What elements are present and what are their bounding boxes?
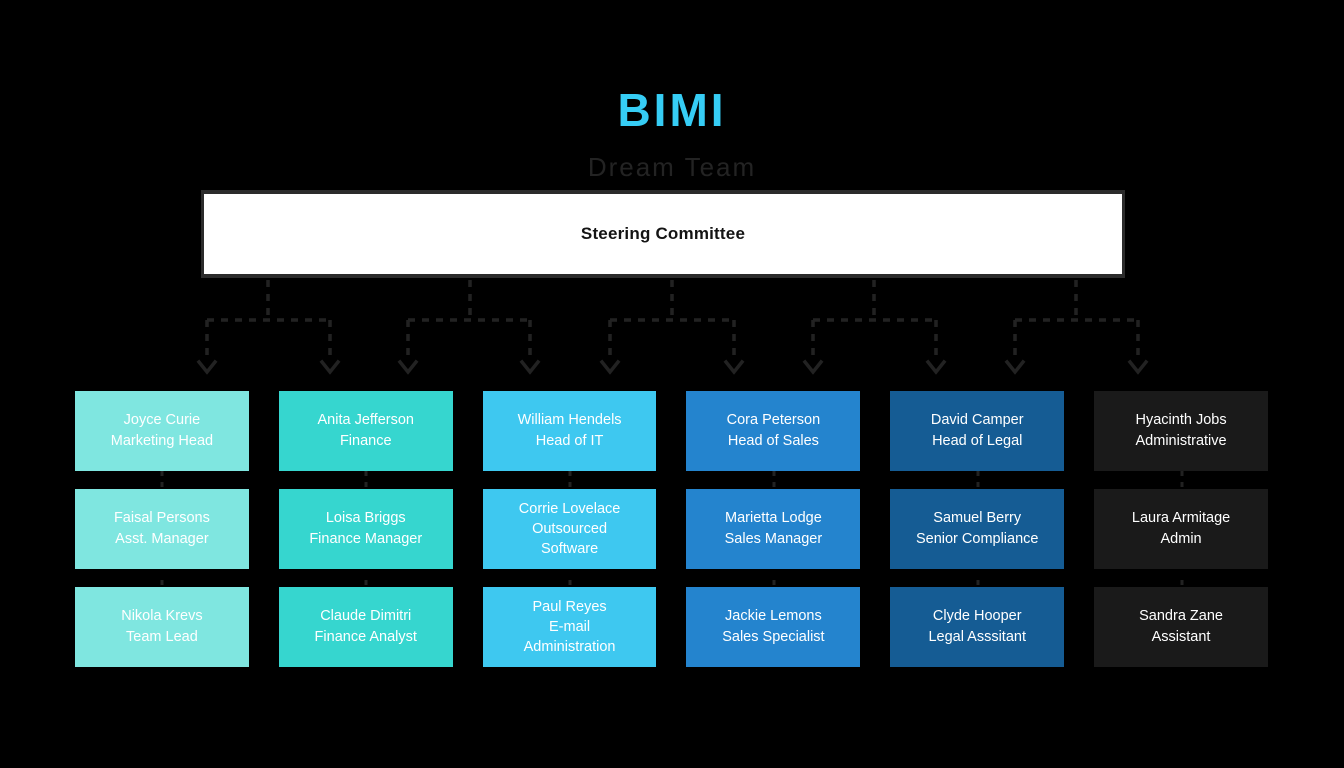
org-card-cora-peterson[interactable]: Cora Peterson Head of Sales	[686, 391, 861, 471]
card-name: Corrie Lovelace	[518, 501, 621, 517]
org-card-william-hendels[interactable]: William Hendels Head of IT	[482, 391, 657, 471]
card-role: Administrative	[1135, 433, 1227, 449]
card-role: Marketing Head	[110, 433, 214, 449]
card-name: Cora Peterson	[726, 412, 821, 428]
org-row-level-2: Faisal Persons Asst. Manager Loisa Brigg…	[75, 489, 1268, 569]
card-role-line-2: Administration	[523, 639, 616, 655]
card-name: Jackie Lemons	[725, 608, 822, 624]
card-role: Sales Manager	[724, 531, 823, 547]
card-role: Head of IT	[535, 433, 604, 449]
org-title: BIMI	[617, 84, 727, 136]
org-subtitle: Dream Team	[587, 152, 757, 182]
card-name: Faisal Persons	[113, 510, 210, 526]
card-role: Team Lead	[126, 629, 198, 645]
card-name: William Hendels	[517, 412, 622, 428]
card-role: Head of Sales	[727, 433, 819, 449]
steering-committee-box[interactable]: Steering Committee	[204, 194, 1122, 274]
org-card-claude-dimitri[interactable]: Claude Dimitri Finance Analyst	[278, 587, 453, 667]
org-card-nikola-krevs[interactable]: Nikola Krevs Team Lead	[75, 587, 249, 667]
card-name: Paul Reyes	[532, 599, 607, 615]
org-card-paul-reyes[interactable]: Paul Reyes E-mail Administration	[482, 587, 657, 667]
card-name: Laura Armitage	[1131, 510, 1231, 526]
card-role: Asst. Manager	[115, 531, 209, 547]
org-card-jackie-lemons[interactable]: Jackie Lemons Sales Specialist	[686, 587, 861, 667]
card-name: Nikola Krevs	[121, 608, 203, 624]
card-role: Finance Manager	[309, 531, 423, 547]
card-role: Finance	[339, 433, 392, 449]
card-name: Hyacinth Jobs	[1135, 412, 1227, 428]
org-row-level-1: Joyce Curie Marketing Head Anita Jeffers…	[75, 391, 1268, 471]
org-card-loisa-briggs[interactable]: Loisa Briggs Finance Manager	[278, 489, 453, 569]
org-card-clyde-hooper[interactable]: Clyde Hooper Legal Asssitant	[890, 587, 1065, 667]
org-card-faisal-persons[interactable]: Faisal Persons Asst. Manager	[75, 489, 249, 569]
card-role-line-1: Outsourced	[532, 521, 608, 537]
card-name: Loisa Briggs	[325, 510, 406, 526]
org-card-hyacinth-jobs[interactable]: Hyacinth Jobs Administrative	[1094, 391, 1268, 471]
org-card-grid: Joyce Curie Marketing Head Anita Jeffers…	[75, 391, 1268, 667]
org-card-joyce-curie[interactable]: Joyce Curie Marketing Head	[75, 391, 249, 471]
card-role: Finance Analyst	[314, 629, 417, 645]
card-name: Clyde Hooper	[932, 608, 1022, 624]
card-role: Sales Specialist	[722, 629, 825, 645]
org-card-sandra-zane[interactable]: Sandra Zane Assistant	[1094, 587, 1268, 667]
org-card-samuel-berry[interactable]: Samuel Berry Senior Compliance	[890, 489, 1065, 569]
org-row-level-3: Nikola Krevs Team Lead Claude Dimitri Fi…	[75, 587, 1268, 667]
card-role: Legal Asssitant	[928, 629, 1026, 645]
card-name: Samuel Berry	[933, 510, 1022, 526]
card-name: Marietta Lodge	[725, 510, 822, 526]
card-role-line-2: Software	[540, 541, 599, 557]
org-card-anita-jefferson[interactable]: Anita Jefferson Finance	[278, 391, 453, 471]
card-name: Anita Jefferson	[317, 412, 414, 428]
steering-committee-label: Steering Committee	[580, 224, 746, 243]
header-block: BIMI Dream Team	[0, 82, 1344, 184]
card-role: Head of Legal	[932, 433, 1023, 449]
card-name: Sandra Zane	[1139, 608, 1223, 624]
org-card-marietta-lodge[interactable]: Marietta Lodge Sales Manager	[686, 489, 861, 569]
card-role: Assistant	[1151, 629, 1211, 645]
card-name: Joyce Curie	[123, 412, 201, 428]
card-role: Admin	[1160, 531, 1202, 547]
card-role: Senior Compliance	[915, 531, 1039, 547]
card-role-line-1: E-mail	[549, 619, 591, 635]
card-name: Claude Dimitri	[320, 608, 412, 624]
org-card-laura-armitage[interactable]: Laura Armitage Admin	[1094, 489, 1268, 569]
org-card-david-camper[interactable]: David Camper Head of Legal	[890, 391, 1065, 471]
card-name: David Camper	[930, 412, 1024, 428]
org-card-corrie-lovelace[interactable]: Corrie Lovelace Outsourced Software	[482, 489, 657, 569]
